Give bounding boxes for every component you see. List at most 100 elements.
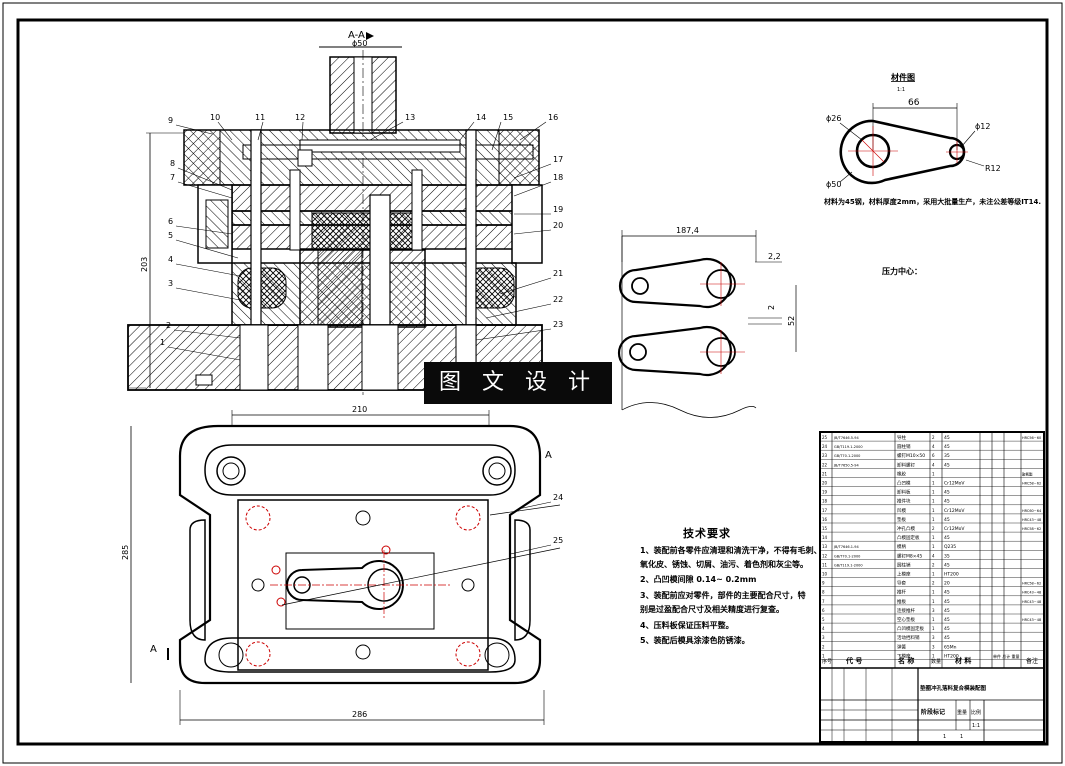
dim-d26: ϕ26: [826, 114, 841, 123]
bom-h-no: 序号: [822, 658, 832, 665]
part-label: 7: [170, 173, 175, 182]
bom-cell: HRC58~62: [1022, 582, 1041, 586]
bom-cell: 1: [822, 653, 825, 658]
bom-cell: GB/T70.1-2000: [834, 554, 860, 558]
weight-label: 重量: [957, 709, 967, 716]
bom-cell: 下模座: [897, 652, 911, 659]
bom-cell: 模柄: [897, 543, 906, 550]
part-label: 21: [553, 269, 563, 278]
part-label: 11: [255, 113, 265, 122]
part-label: 5: [168, 231, 173, 240]
bom-cell: 21: [822, 471, 828, 476]
dim-d12: ϕ12: [975, 122, 990, 131]
bom-cell: 24: [822, 444, 828, 449]
bom-cell: 空心垫板: [897, 616, 915, 623]
bom-cell: 弹簧: [897, 643, 906, 650]
dim-286: 286: [352, 710, 367, 719]
bom-cell: 3: [822, 635, 825, 640]
bom-cell: 4: [822, 626, 825, 631]
bom-cell: 65Mn: [944, 644, 957, 650]
leader-line: [217, 121, 233, 141]
blank-title: 材件图: [891, 72, 915, 82]
bom-cell: 导套: [897, 580, 906, 587]
bom-cell: Cr12MoV: [944, 481, 965, 487]
bom-cell: HRC43~48: [1022, 600, 1041, 604]
leader-line: [175, 263, 241, 277]
part-label: 6: [168, 217, 173, 226]
requirement-line: 1、装配前各零件应清理和清洗干净，不得有毛刺、: [640, 546, 822, 555]
bom-cell: 45: [944, 535, 950, 541]
part-label: 13: [405, 113, 415, 122]
bom-cell: 1: [932, 481, 935, 486]
leader-line: [175, 124, 213, 135]
bom-cell: 45: [944, 626, 950, 632]
leader-line: [369, 121, 404, 141]
bom-cell: 活动挡料销: [897, 634, 920, 641]
dim-52: 52: [787, 316, 796, 326]
material-note: 材料为45钢，材料厚度2mm，采用大批量生产，未注公差等级IT14.: [824, 198, 1041, 206]
bom-cell: 凸模固定板: [897, 534, 920, 541]
bom-cell: 4: [932, 444, 935, 449]
bom-cell: 卸料螺钉: [897, 461, 915, 468]
bom-cell: HRC43~48: [1022, 618, 1041, 622]
bom-cell: 1: [932, 499, 935, 504]
leader-line: [167, 346, 241, 361]
bom-cell: 1: [932, 544, 935, 549]
bom-cell: 3: [932, 644, 935, 649]
part-label: 2: [166, 321, 171, 330]
bom-cell: 6: [932, 453, 935, 458]
stage-label: 阶段标记: [921, 708, 945, 716]
view-a-top: A: [545, 450, 552, 461]
bom-cell: 18: [822, 499, 828, 504]
bom-cell: 45: [944, 599, 950, 605]
bom-cell: 19: [822, 490, 828, 495]
dim-2-2: 2,2: [768, 252, 781, 261]
part-label: 22: [553, 295, 563, 304]
leader-line: [177, 167, 233, 191]
bom-cell: JB/T7646.1-94: [833, 545, 859, 549]
title-block-name: 垫圈冲孔落料复合模装配图: [920, 684, 987, 692]
bom-cell: 3: [932, 608, 935, 613]
scale-label: 比例: [971, 709, 981, 716]
bom-cell: 垫板: [897, 516, 906, 523]
bom-cell: 2: [932, 581, 935, 586]
bom-cell: 45: [944, 617, 950, 623]
bom-cell: 14: [822, 535, 828, 540]
bom-cell: 1: [932, 490, 935, 495]
part-label: 25: [553, 536, 563, 545]
bom-cell: 35: [944, 453, 950, 459]
bom-cell: 5: [822, 617, 825, 622]
bom-cell: 35: [944, 553, 950, 559]
bom-cell: HRC43~48: [1022, 591, 1041, 595]
bom-cell: 3: [932, 635, 935, 640]
leader-line: [175, 239, 239, 259]
part-label: 8: [170, 159, 175, 168]
bom-cell: JB/T7650.5-94: [833, 463, 859, 467]
leader-line: [175, 225, 233, 235]
bom-cell: 凸凹模: [897, 480, 911, 487]
bom-cell: 20: [944, 581, 950, 587]
leader-line: [513, 163, 552, 179]
part-label: 24: [553, 493, 563, 502]
part-label: 20: [553, 221, 563, 230]
bom-cell: 1: [932, 517, 935, 522]
view-a-bottom: A: [150, 644, 157, 655]
bom-cell: 1: [932, 617, 935, 622]
bom-cell: Cr12MoV: [944, 526, 965, 532]
bom-cell: 45: [944, 635, 950, 641]
bom-cell: 13: [822, 544, 828, 549]
bom-cell: 20: [822, 481, 828, 486]
bom-cell: 9: [822, 581, 825, 586]
press-center-note: 压力中心：: [882, 267, 922, 276]
bom-cell: 45: [944, 462, 950, 468]
bom-cell: GB/T119.1-2000: [834, 563, 863, 567]
part-label: 18: [553, 173, 563, 182]
blank-drawing: 材件图 1:1 66 ϕ26 ϕ12 R12 ϕ50: [826, 72, 1001, 189]
watermark: 图 文 设 计: [424, 362, 612, 404]
leader-line: [513, 181, 552, 197]
bom-cell: 4: [932, 553, 935, 558]
part-label: 15: [503, 113, 513, 122]
bom-cell: 7: [822, 599, 825, 604]
